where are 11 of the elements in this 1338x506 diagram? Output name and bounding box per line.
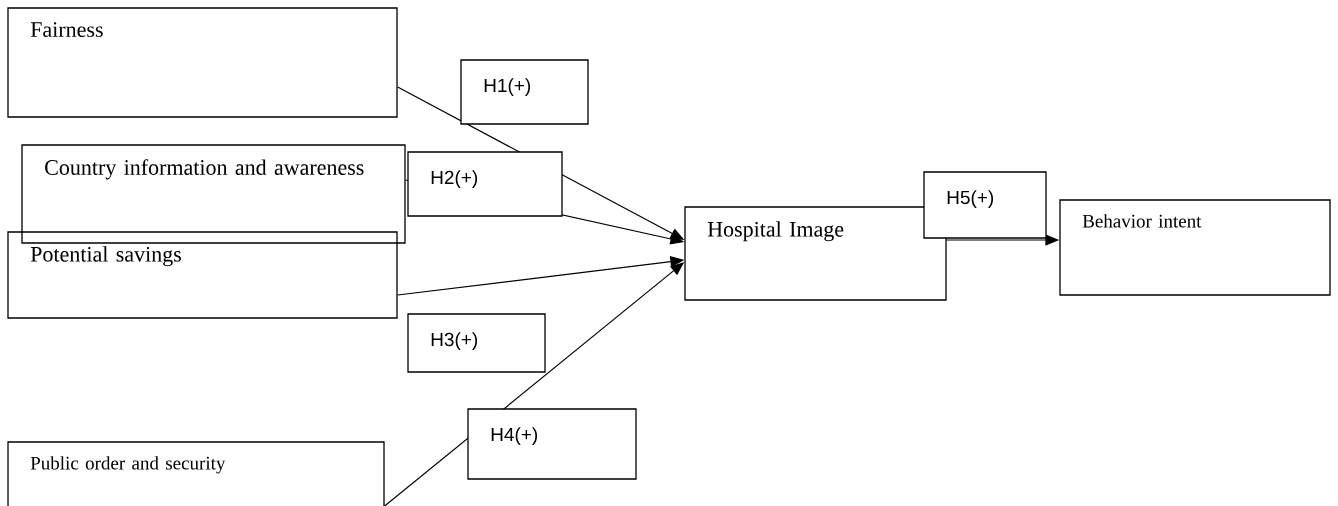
box: Potential savings [7,231,398,319]
edge-label: H1(+) [460,59,589,125]
box: Public order and security [7,441,385,506]
edge-label: H4(+) [467,408,637,480]
edge-label: H3(+) [407,313,546,373]
box: Hospital Image [684,206,947,301]
box: Fairness [7,7,398,118]
edge-label: H5(+) [923,171,1047,239]
box: Behavior intent [1059,199,1331,296]
box: Country information and awareness [21,144,406,244]
edge-label: H2(+) [407,151,563,217]
